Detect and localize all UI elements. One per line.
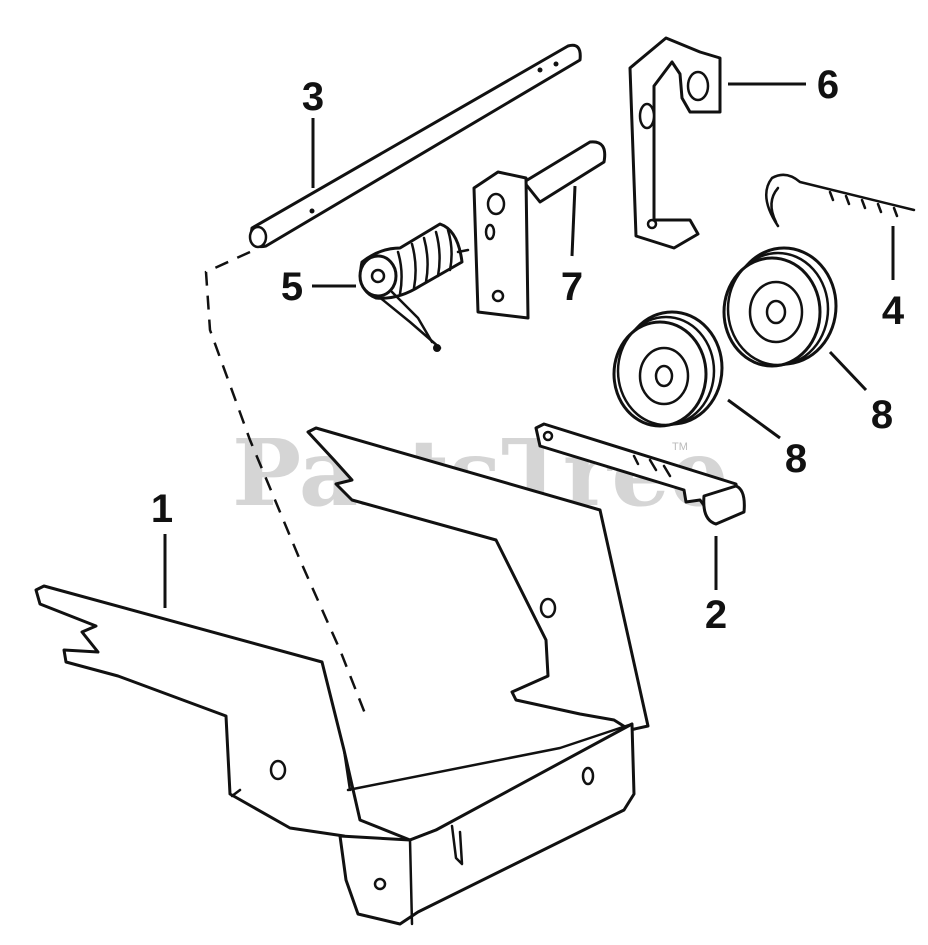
callout-3: 3 — [302, 75, 324, 119]
callout-4: 4 — [882, 289, 905, 333]
callout-6: 6 — [817, 63, 839, 107]
callout-8-lower: 8 — [785, 437, 807, 481]
part-2-latch-bar[interactable] — [534, 422, 746, 526]
part-3-shaft[interactable] — [248, 43, 582, 249]
leader-lines — [163, 82, 895, 608]
leader-7 — [570, 185, 577, 257]
callout-labels: 3 5 7 6 4 8 8 2 1 — [151, 63, 905, 637]
part-7-pivot-plate[interactable] — [472, 140, 607, 320]
assembly-guide-line — [204, 250, 368, 717]
part-6-bracket[interactable] — [628, 36, 722, 250]
leader-8a — [828, 350, 868, 392]
part-1-main-bracket[interactable] — [34, 426, 650, 926]
part-4-hook-rod[interactable] — [765, 173, 916, 228]
callout-7: 7 — [561, 265, 583, 309]
callout-8-upper: 8 — [871, 393, 893, 437]
callout-5: 5 — [281, 265, 303, 309]
part-5-spring[interactable] — [358, 222, 470, 352]
callout-1: 1 — [151, 487, 173, 531]
callout-2: 2 — [705, 593, 727, 637]
part-8-pulley-upper[interactable] — [722, 246, 838, 368]
watermark-trademark: TM — [672, 441, 688, 453]
part-8-pulley-lower[interactable] — [612, 310, 724, 428]
leader-8b — [727, 398, 781, 440]
